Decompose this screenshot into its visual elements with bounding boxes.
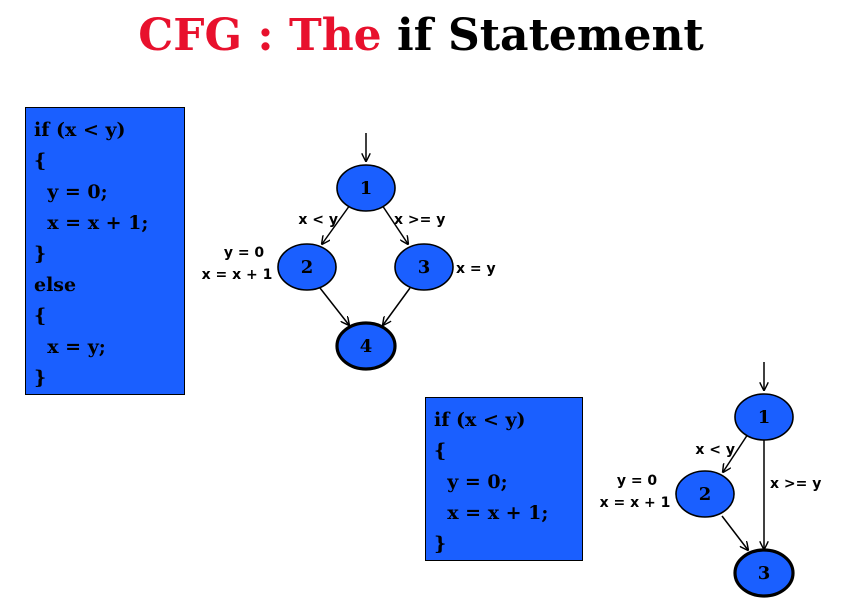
title-part-red: CFG : The (138, 10, 397, 61)
cfg-node-1 (734, 393, 794, 441)
edge-3-4 (383, 287, 411, 325)
code-box-if: if (x < y) { y = 0; x = x + 1; } (425, 397, 583, 561)
node-annotation: x = x + 1 (202, 267, 273, 283)
edge-2-3 (721, 515, 748, 550)
node-label: 1 (360, 178, 373, 199)
edge-1-2 (723, 433, 749, 472)
node-label: 3 (758, 563, 771, 584)
edge-label: x < y (298, 212, 338, 228)
edge-label: x >= y (394, 212, 445, 228)
code-line: else (34, 274, 77, 296)
edge-label: x >= y (770, 476, 821, 492)
code-line: } (34, 243, 47, 265)
node-label: 1 (758, 407, 771, 428)
code-line: y = 0; (434, 471, 508, 493)
code-line: if (x < y) (434, 409, 526, 431)
slide-title: CFG : The if Statement (0, 8, 842, 64)
code-line: } (434, 533, 447, 555)
cfg-node-1 (336, 164, 396, 212)
code-line: x = x + 1; (34, 212, 149, 234)
code-box-if-else: if (x < y) { y = 0; x = x + 1; } else { … (25, 107, 185, 395)
code-line: { (434, 440, 447, 462)
title-part-black: if Statement (397, 10, 704, 61)
cfg-if: 1 2 3 x < y x >= y y = 0 x = x + 1 (600, 362, 821, 598)
edge-label: x < y (695, 442, 735, 458)
node-label: 4 (360, 336, 373, 357)
node-annotation: x = x + 1 (600, 495, 671, 511)
cfg-node-4 (335, 321, 397, 371)
code-line: if (x < y) (34, 119, 126, 141)
cfg-node-2 (675, 470, 735, 518)
node-label: 2 (699, 484, 712, 505)
code-line: } (34, 367, 47, 389)
cfg-node-3 (733, 548, 795, 598)
cfg-if-else: 1 2 3 4 x < y x >= y y = 0 x = x + 1 x =… (202, 133, 496, 371)
code-line: { (34, 150, 47, 172)
code-line: x = y; (34, 336, 106, 358)
edge-1-3 (381, 204, 408, 244)
code-line: { (34, 305, 47, 327)
node-annotation: y = 0 (224, 245, 265, 261)
cfg-node-2 (277, 243, 337, 291)
cfg-node-3 (394, 243, 454, 291)
edge-2-4 (319, 287, 349, 325)
node-annotation: x = y (456, 261, 496, 277)
node-annotation: y = 0 (617, 473, 658, 489)
node-label: 3 (418, 257, 431, 278)
code-line: x = x + 1; (434, 502, 549, 524)
node-label: 2 (301, 257, 314, 278)
edge-1-2 (322, 204, 351, 244)
code-line: y = 0; (34, 181, 108, 203)
